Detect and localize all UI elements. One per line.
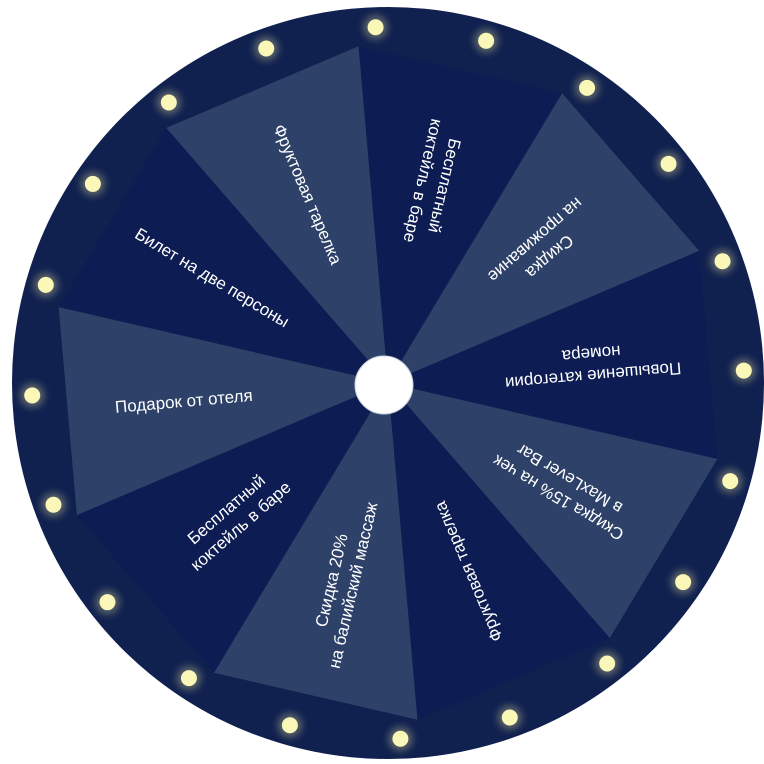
wheel-hub[interactable]	[354, 355, 414, 415]
wheel-segment-1	[358, 46, 563, 383]
wheel-segment-10	[166, 46, 388, 383]
wheel-segment-9	[58, 127, 388, 383]
wheel-light	[392, 730, 409, 747]
wheel-light	[180, 670, 197, 687]
wheel-light	[675, 574, 692, 591]
wheel-light	[722, 473, 739, 490]
wheel-light	[160, 94, 177, 111]
wheel-segments	[58, 46, 718, 720]
wheel-light	[258, 40, 275, 57]
wheel-light	[367, 19, 384, 36]
wheel-light	[660, 155, 677, 172]
wheel-light	[84, 175, 101, 192]
wheel-light	[714, 253, 731, 270]
wheel-light	[501, 709, 518, 726]
wheel-light	[735, 362, 752, 379]
wheel-segment-3	[388, 250, 718, 460]
wheel-light	[281, 717, 298, 734]
wheel-lights	[20, 15, 756, 751]
wheel-light	[37, 276, 54, 293]
wheel-light	[599, 655, 616, 672]
wheel-segment-8	[58, 306, 388, 516]
wheel-light	[478, 32, 495, 49]
wheel-segment-6	[213, 383, 418, 720]
wheel-light	[99, 594, 116, 611]
wheel-light	[45, 496, 62, 513]
wheel-light	[579, 79, 596, 96]
wheel-segment-2	[388, 93, 700, 383]
wheel-segment-7	[76, 383, 389, 673]
wheel-segment-5	[388, 383, 610, 720]
wheel-segment-4	[388, 383, 718, 639]
wheel-light	[24, 387, 41, 404]
